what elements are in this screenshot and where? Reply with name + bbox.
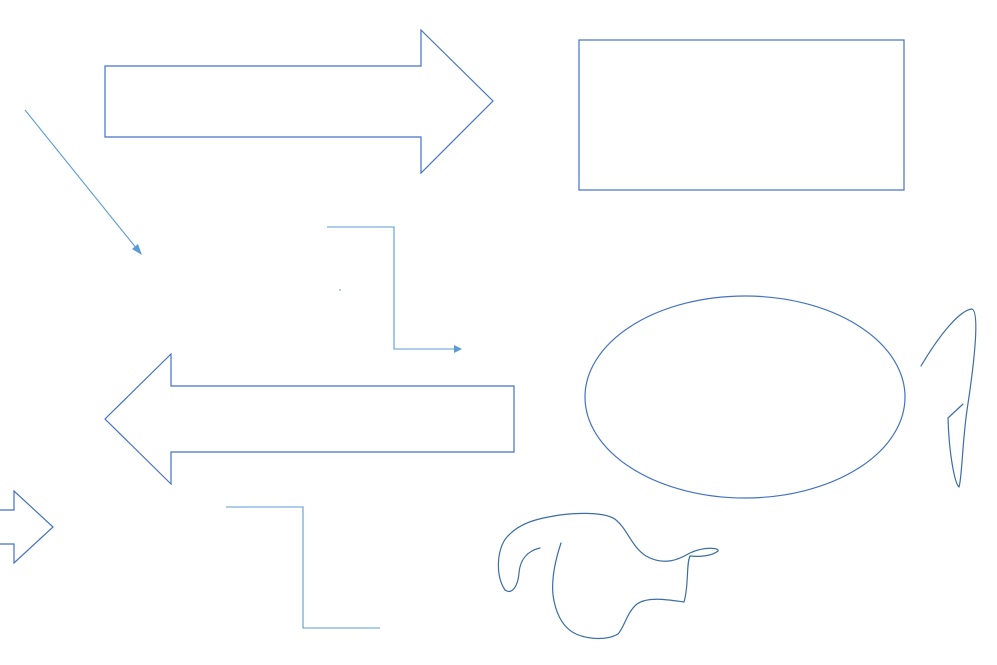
freehand-ink-doodle[interactable] bbox=[497, 512, 719, 640]
right-block-arrow-shape[interactable] bbox=[104, 28, 494, 175]
ellipse-shape[interactable] bbox=[584, 295, 906, 499]
diagonal-arrow-connector[interactable] bbox=[24, 109, 142, 255]
elbow-arrow-connector[interactable] bbox=[327, 226, 462, 353]
freehand-ink-right[interactable] bbox=[920, 308, 977, 488]
rectangle-shape[interactable] bbox=[578, 39, 905, 191]
elbow-connector[interactable] bbox=[226, 506, 380, 629]
partial-right-block-arrow-shape[interactable] bbox=[0, 489, 54, 565]
left-block-arrow-shape[interactable] bbox=[104, 352, 515, 486]
